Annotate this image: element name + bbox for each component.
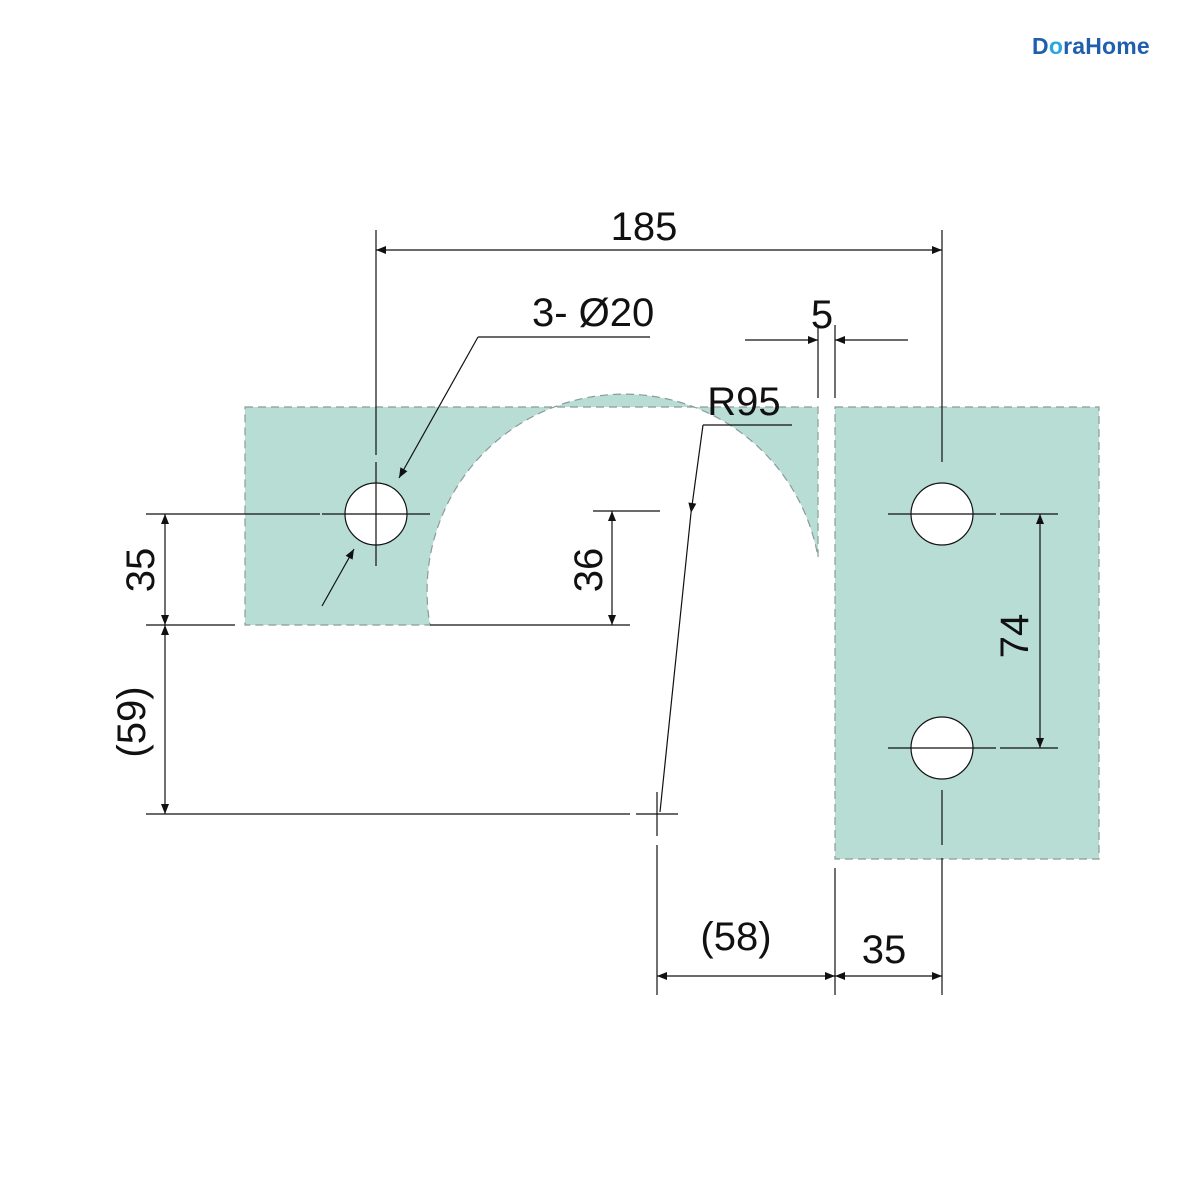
logo-o-mark: o (1048, 33, 1064, 59)
centre-lines (322, 462, 996, 845)
dim-radius: R95 (707, 380, 780, 424)
dim-hole-offset-left: 35 (119, 548, 163, 593)
dim-overall-width: 185 (611, 205, 678, 249)
dim-holes-label: 3- Ø20 (532, 291, 654, 335)
dimension-lines (161, 246, 1044, 980)
dim-offset-horizontal: (58) (700, 915, 771, 959)
logo-text-prefix: D (1032, 33, 1049, 59)
logo-text-suffix: raHome (1063, 33, 1150, 59)
dim-hole-spacing: 74 (993, 614, 1037, 659)
left-plate (244, 393, 819, 626)
dim-arc-height: 36 (567, 548, 611, 593)
dorahome-logo: DoraHome (1032, 33, 1150, 60)
leader-lines (321, 336, 792, 813)
dim-hole-offset-right: 35 (862, 928, 907, 972)
dim-gap: 5 (811, 293, 833, 337)
right-plate (834, 406, 1100, 860)
dim-offset-vertical: (59) (110, 686, 154, 757)
